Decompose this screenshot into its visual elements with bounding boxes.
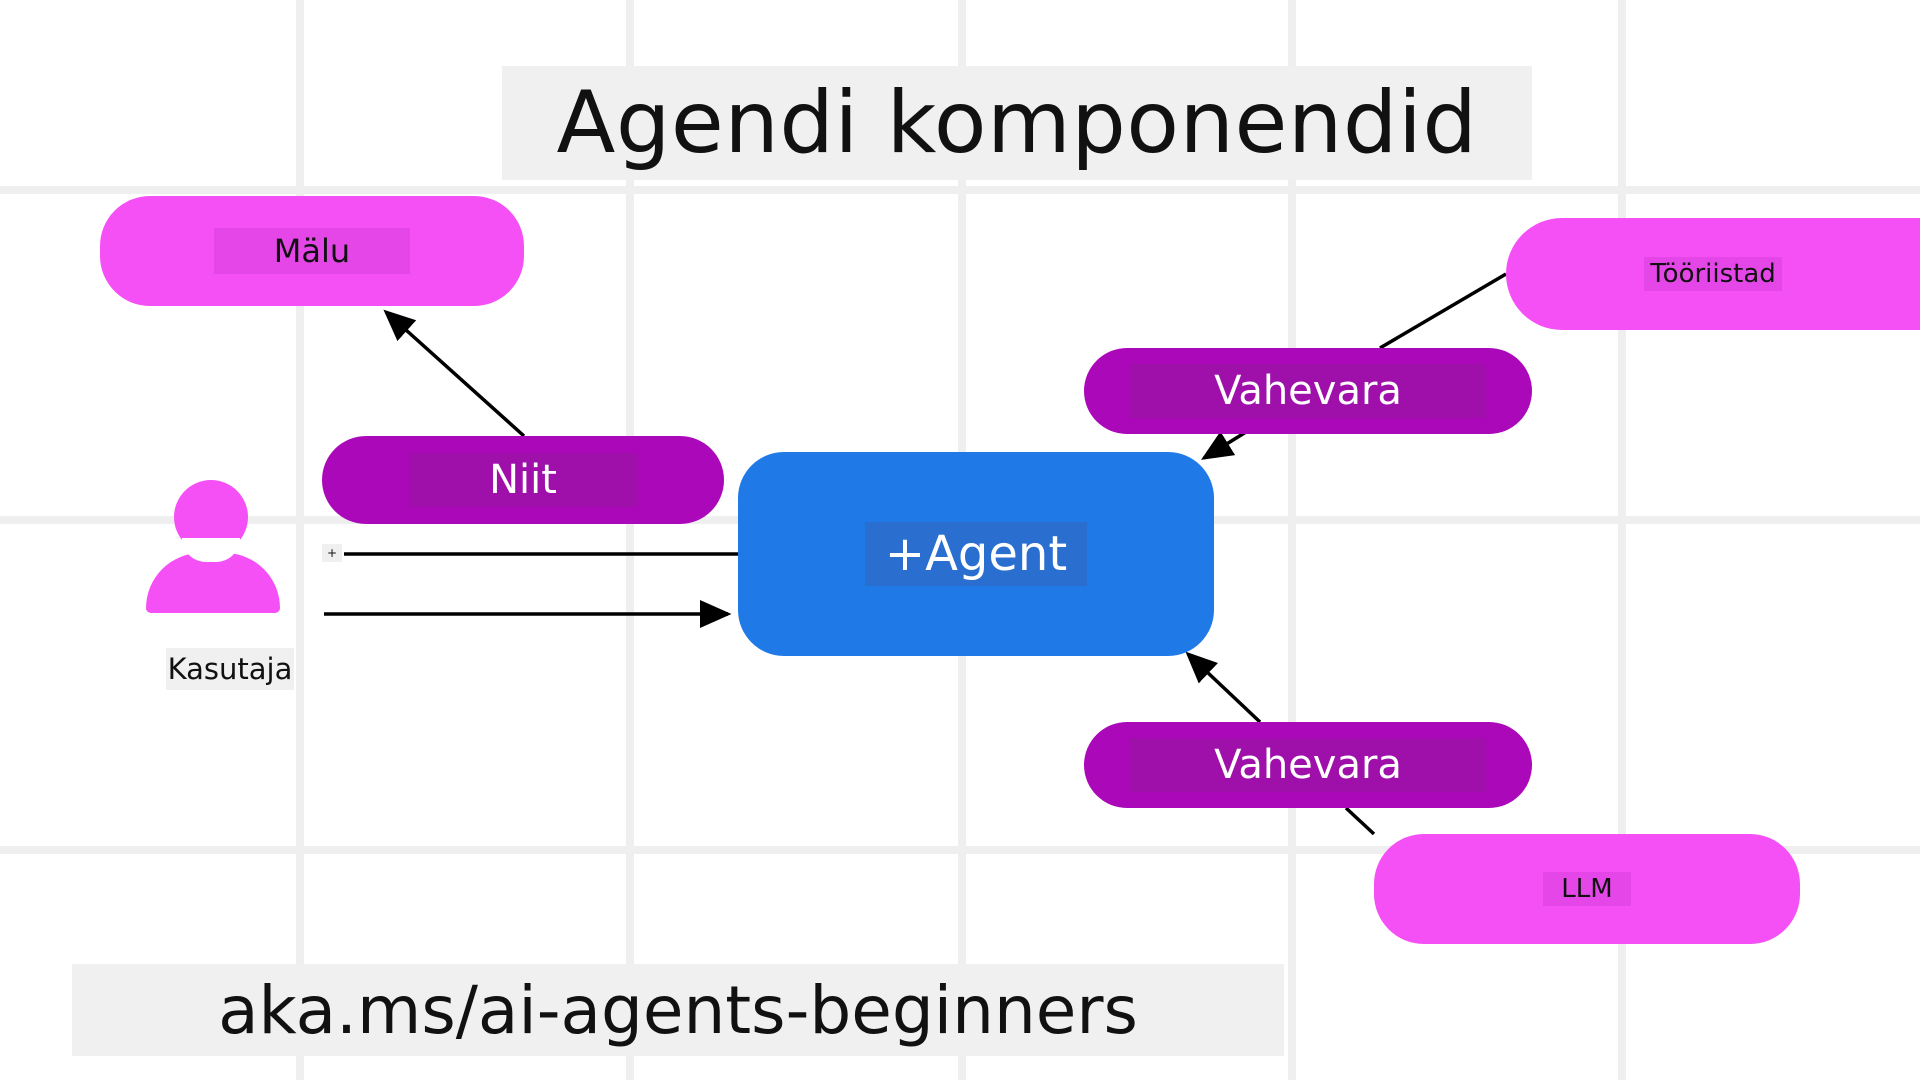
grid-line: [0, 846, 1920, 854]
grid-line: [1618, 0, 1626, 1080]
grid-line: [1288, 0, 1296, 1080]
user-label: Kasutaja: [166, 648, 294, 690]
middleware-top-label: Vahevara: [1130, 364, 1486, 418]
llm-node: LLM: [1374, 834, 1800, 944]
line-llm-to-middleware: [1344, 806, 1376, 836]
page-title: Agendi komponendid: [502, 66, 1532, 180]
tools-node: Tööriistad: [1506, 218, 1920, 330]
line-tools-to-middleware: [1379, 272, 1507, 350]
llm-label: LLM: [1543, 872, 1631, 906]
grid-line: [626, 0, 634, 1080]
threads-node: Niit: [322, 436, 724, 524]
arrow-middleware-bottom-to-agent: [1185, 651, 1262, 724]
footer-text: aka.ms/ai-agents-beginners: [218, 971, 1138, 1049]
threads-label: Niit: [409, 453, 637, 507]
grid-line: [296, 0, 304, 1080]
middleware-top-node: Vahevara: [1084, 348, 1532, 434]
grid-line: [0, 186, 1920, 194]
agent-label: +Agent: [864, 522, 1088, 586]
agent-node: +Agent: [738, 452, 1214, 656]
arrow-middleware-to-agent: [1201, 430, 1247, 460]
footer-link-text: aka.ms/ai-agents-beginners: [72, 964, 1284, 1056]
arrow-threads-to-memory: [383, 309, 526, 438]
middleware-bottom-node: Vahevara: [1084, 722, 1532, 808]
tools-label: Tööriistad: [1644, 257, 1782, 291]
user-icon-body: [146, 553, 280, 613]
memory-node: Mälu: [100, 196, 524, 306]
memory-label: Mälu: [213, 228, 411, 274]
plus-icon: +: [322, 544, 342, 562]
middleware-bottom-label: Vahevara: [1130, 738, 1486, 792]
page-title-text: Agendi komponendid: [556, 73, 1478, 173]
